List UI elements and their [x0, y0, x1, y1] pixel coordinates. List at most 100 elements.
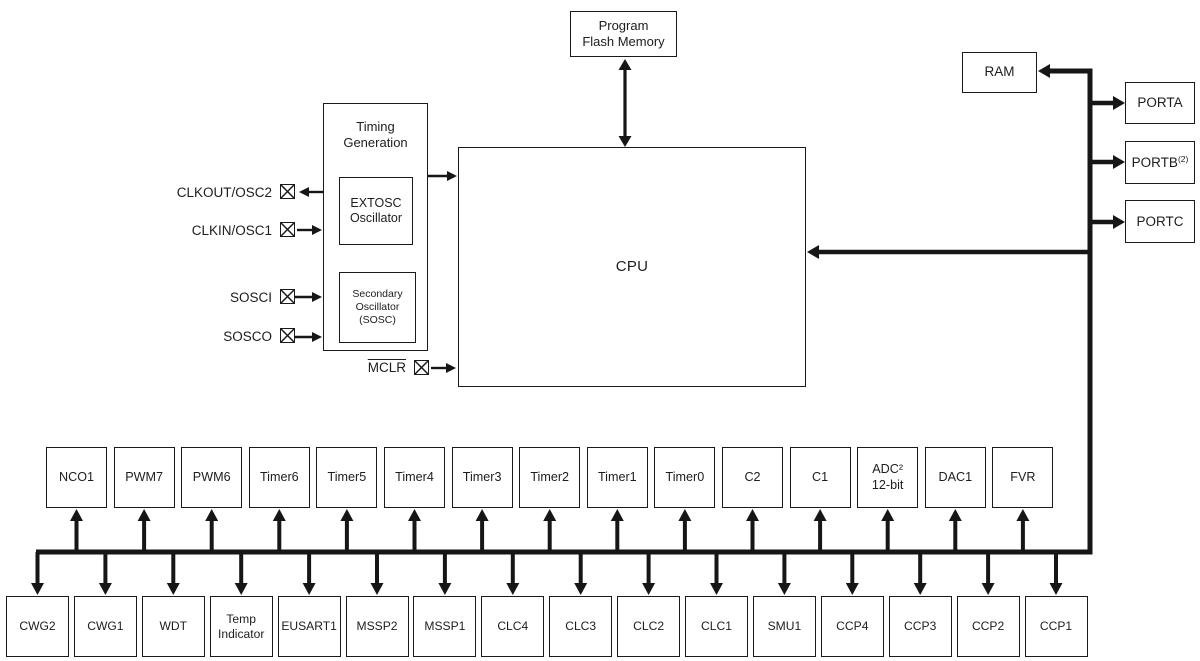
peripheral-box-timer0: Timer0 — [654, 447, 716, 508]
port-label: PORTA — [1137, 95, 1183, 111]
wire-clkin-osc1 — [297, 225, 322, 235]
pin-pad-sosci-icon — [280, 289, 295, 304]
wire-up-pwm6 — [205, 509, 219, 552]
wire-down-cwg2 — [31, 552, 44, 595]
wire-up-timer6 — [272, 509, 286, 552]
wire-up-fvr — [1016, 509, 1030, 552]
wire-mclr — [431, 363, 456, 373]
wire-timing-cpu — [428, 171, 457, 181]
wire-up-c1 — [813, 509, 827, 552]
block-label: Oscillator — [349, 211, 403, 225]
port-footnote: (2) — [1177, 153, 1189, 164]
peripheral-box-nco1: NCO1 — [46, 447, 107, 508]
peripheral-box-smu1: SMU1 — [752, 596, 816, 657]
wire-down-wdt — [166, 552, 180, 595]
peripheral-label: 12-bit — [871, 477, 904, 492]
wire-down-ccp2 — [981, 552, 995, 595]
peripheral-box-ccp1: CCP1 — [1024, 596, 1088, 657]
peripheral-label: C2 — [744, 469, 761, 484]
peripheral-box-ccp3: CCP3 — [888, 596, 952, 657]
port-box-portc: PORTC — [1125, 200, 1195, 243]
wire-bus-portb — [1090, 155, 1125, 169]
peripheral-label: Timer0 — [665, 469, 705, 484]
wire-up-pwm7 — [137, 509, 151, 552]
pin-pad-mclr-icon — [414, 360, 429, 375]
pin-pad-clkout-osc2-icon — [280, 184, 295, 199]
peripheral-label: CLC1 — [701, 619, 732, 634]
block-label: Program — [598, 18, 649, 34]
peripheral-box-cwg2: CWG2 — [6, 596, 69, 657]
peripheral-box-timer2: Timer2 — [519, 447, 581, 508]
wire-up-timer0 — [678, 509, 692, 552]
peripheral-label: PWM6 — [192, 469, 231, 484]
wire-down-ccp4 — [845, 552, 859, 595]
peripheral-box-pwm7: PWM7 — [113, 447, 175, 508]
peripheral-box-timer5: Timer5 — [316, 447, 378, 508]
peripheral-box-clc2: CLC2 — [617, 596, 681, 657]
wire-down-clc3 — [574, 552, 588, 595]
peripheral-box-mssp1: MSSP1 — [413, 596, 477, 657]
peripheral-label: FVR — [1010, 469, 1036, 484]
bus-main — [36, 68, 1093, 555]
block-label: Flash Memory — [582, 34, 665, 49]
peripheral-label: Timer6 — [259, 469, 299, 484]
peripheral-label: CCP4 — [836, 619, 869, 634]
wire-down-ccp1 — [1049, 552, 1063, 595]
pin-label-clkout-osc2: CLKOUT/OSC2 — [176, 185, 272, 200]
peripheral-box-c2: C2 — [722, 447, 783, 508]
wire-down-clc4 — [506, 552, 520, 595]
wire-down-smu1 — [777, 552, 791, 595]
peripheral-label: NCO1 — [59, 469, 94, 484]
block-label: EXTOSC — [350, 195, 402, 210]
port-label: PORTC — [1136, 213, 1184, 229]
pin-label-sosci: SOSCI — [229, 290, 272, 305]
peripheral-box-wdt: WDT — [141, 596, 205, 657]
peripheral-label: Timer5 — [327, 469, 367, 484]
wire-bus-cpu — [807, 245, 1090, 259]
peripheral-label: Indicator — [217, 626, 265, 641]
wire-flash-cpu — [618, 59, 632, 147]
peripheral-label: DAC1 — [938, 469, 973, 484]
wire-bus-porta — [1090, 96, 1125, 110]
wire-down-mssp1 — [438, 552, 452, 595]
block-extosc-oscillator: EXTOSC Oscillator — [339, 177, 413, 245]
port-box-portb: PORTB(2) — [1125, 141, 1195, 184]
peripheral-box-clc3: CLC3 — [549, 596, 613, 657]
pin-pad-sosco-icon — [280, 328, 295, 343]
peripheral-label: PWM7 — [125, 469, 163, 484]
block-program-flash-memory: Program Flash Memory — [570, 11, 677, 57]
wire-up-timer2 — [543, 509, 557, 552]
peripheral-box-mssp2: MSSP2 — [345, 596, 409, 657]
peripheral-box-ccp2: CCP2 — [956, 596, 1020, 657]
peripheral-box-fvr: FVR — [992, 447, 1054, 508]
peripheral-label: CLC3 — [565, 619, 597, 634]
wire-up-adc-12-bit — [881, 509, 895, 552]
peripheral-box-cwg1: CWG1 — [73, 596, 137, 657]
peripheral-label: CLC2 — [633, 619, 665, 634]
peripheral-box-c1: C1 — [789, 447, 851, 508]
wire-down-clc2 — [642, 552, 656, 595]
peripheral-label: Timer3 — [462, 469, 502, 484]
peripheral-label: MSSP1 — [424, 619, 466, 634]
peripheral-box-timer3: Timer3 — [451, 447, 513, 508]
block-label: Oscillator — [355, 301, 400, 314]
pin-label-sosco: SOSCO — [223, 329, 272, 344]
wire-down-clc1 — [710, 552, 723, 595]
peripheral-box-timer6: Timer6 — [248, 447, 310, 508]
wire-down-cwg1 — [98, 552, 112, 595]
wire-down-ccp3 — [913, 552, 927, 595]
peripheral-box-dac1: DAC1 — [924, 447, 986, 508]
peripheral-label: Timer2 — [530, 469, 570, 484]
peripheral-label: EUSART1 — [281, 619, 337, 634]
wire-up-c2 — [746, 509, 759, 552]
wire-up-dac1 — [948, 509, 962, 552]
peripheral-label: Timer1 — [597, 469, 637, 484]
wire-up-nco1 — [70, 509, 83, 552]
peripheral-label: SMU1 — [767, 619, 802, 634]
port-box-porta: PORTA — [1125, 82, 1195, 124]
peripheral-label: CWG1 — [87, 619, 124, 634]
